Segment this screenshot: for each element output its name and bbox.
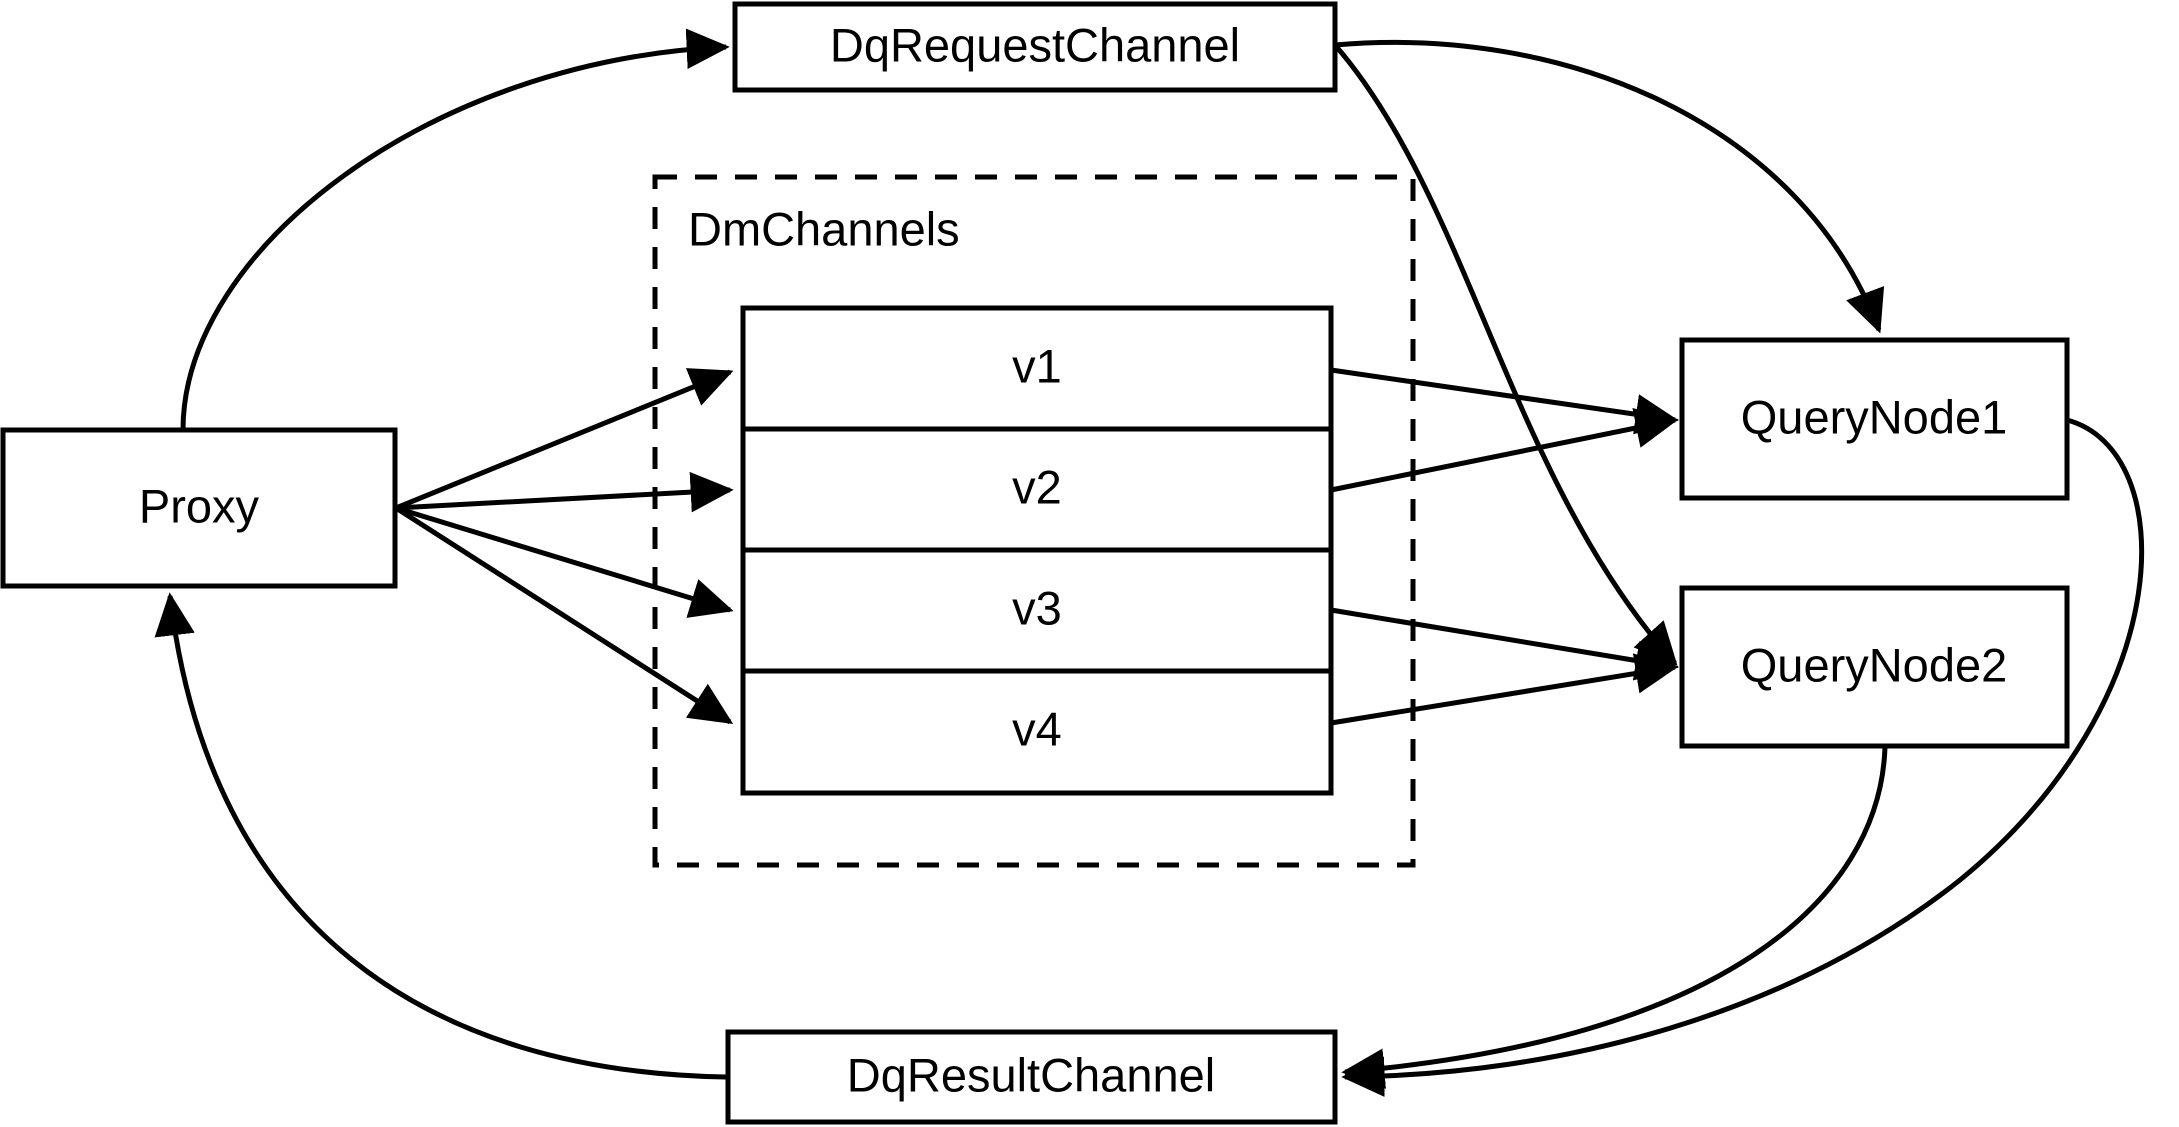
querynode2-node-box[interactable] (1679, 585, 2070, 749)
dmchannels-group-box (652, 174, 1416, 868)
proxy-node-box[interactable] (0, 427, 398, 589)
edge-v1-to-querynode1 (1330, 367, 1679, 435)
edge-dqrequestchannel-to-querynode2 (1333, 43, 1678, 666)
querynode1-node-label: QueryNode1 (1741, 390, 2008, 443)
edge-v2-to-querynode1 (1330, 408, 1679, 493)
edge-proxy-to-v4 (394, 505, 734, 725)
querynode1-node-box[interactable] (1679, 337, 2070, 501)
edge-v3-to-querynode2 (1330, 607, 1679, 681)
edge-proxy-to-v3 (395, 505, 734, 618)
dqresultchannel-node-label: DqResultChannel (847, 1048, 1215, 1101)
edge-proxy-to-v2 (395, 471, 734, 513)
dmchannel-row-v2[interactable]: v2 (1012, 460, 1062, 513)
edge-proxy-to-v1 (395, 368, 734, 511)
dmchannel-row-v4[interactable]: v4 (1012, 702, 1062, 755)
edge-v4-to-querynode2 (1330, 653, 1679, 726)
dqresultchannel-node-box[interactable] (725, 1029, 1338, 1125)
dqrequestchannel-node-box[interactable] (732, 1, 1338, 93)
dmchannel-row-v3[interactable]: v3 (1012, 581, 1062, 634)
proxy-node-label: Proxy (139, 479, 260, 532)
edge-dqrequestchannel-to-querynode1 (1334, 39, 1885, 334)
edge-proxy-to-dqrequestchannel (180, 28, 730, 431)
dqrequestchannel-node-label: DqRequestChannel (830, 18, 1240, 71)
querynode2-node-label: QueryNode2 (1741, 638, 2008, 691)
edge-querynode1-to-dqresultchannel (1341, 417, 2145, 1097)
dmchannel-row-v1[interactable]: v1 (1012, 339, 1062, 392)
edge-dqresultchannel-to-proxy (154, 592, 727, 1080)
edge-querynode2-to-dqresultchannel (1341, 746, 1888, 1089)
dmchannels-group-label: DmChannels (688, 202, 960, 255)
